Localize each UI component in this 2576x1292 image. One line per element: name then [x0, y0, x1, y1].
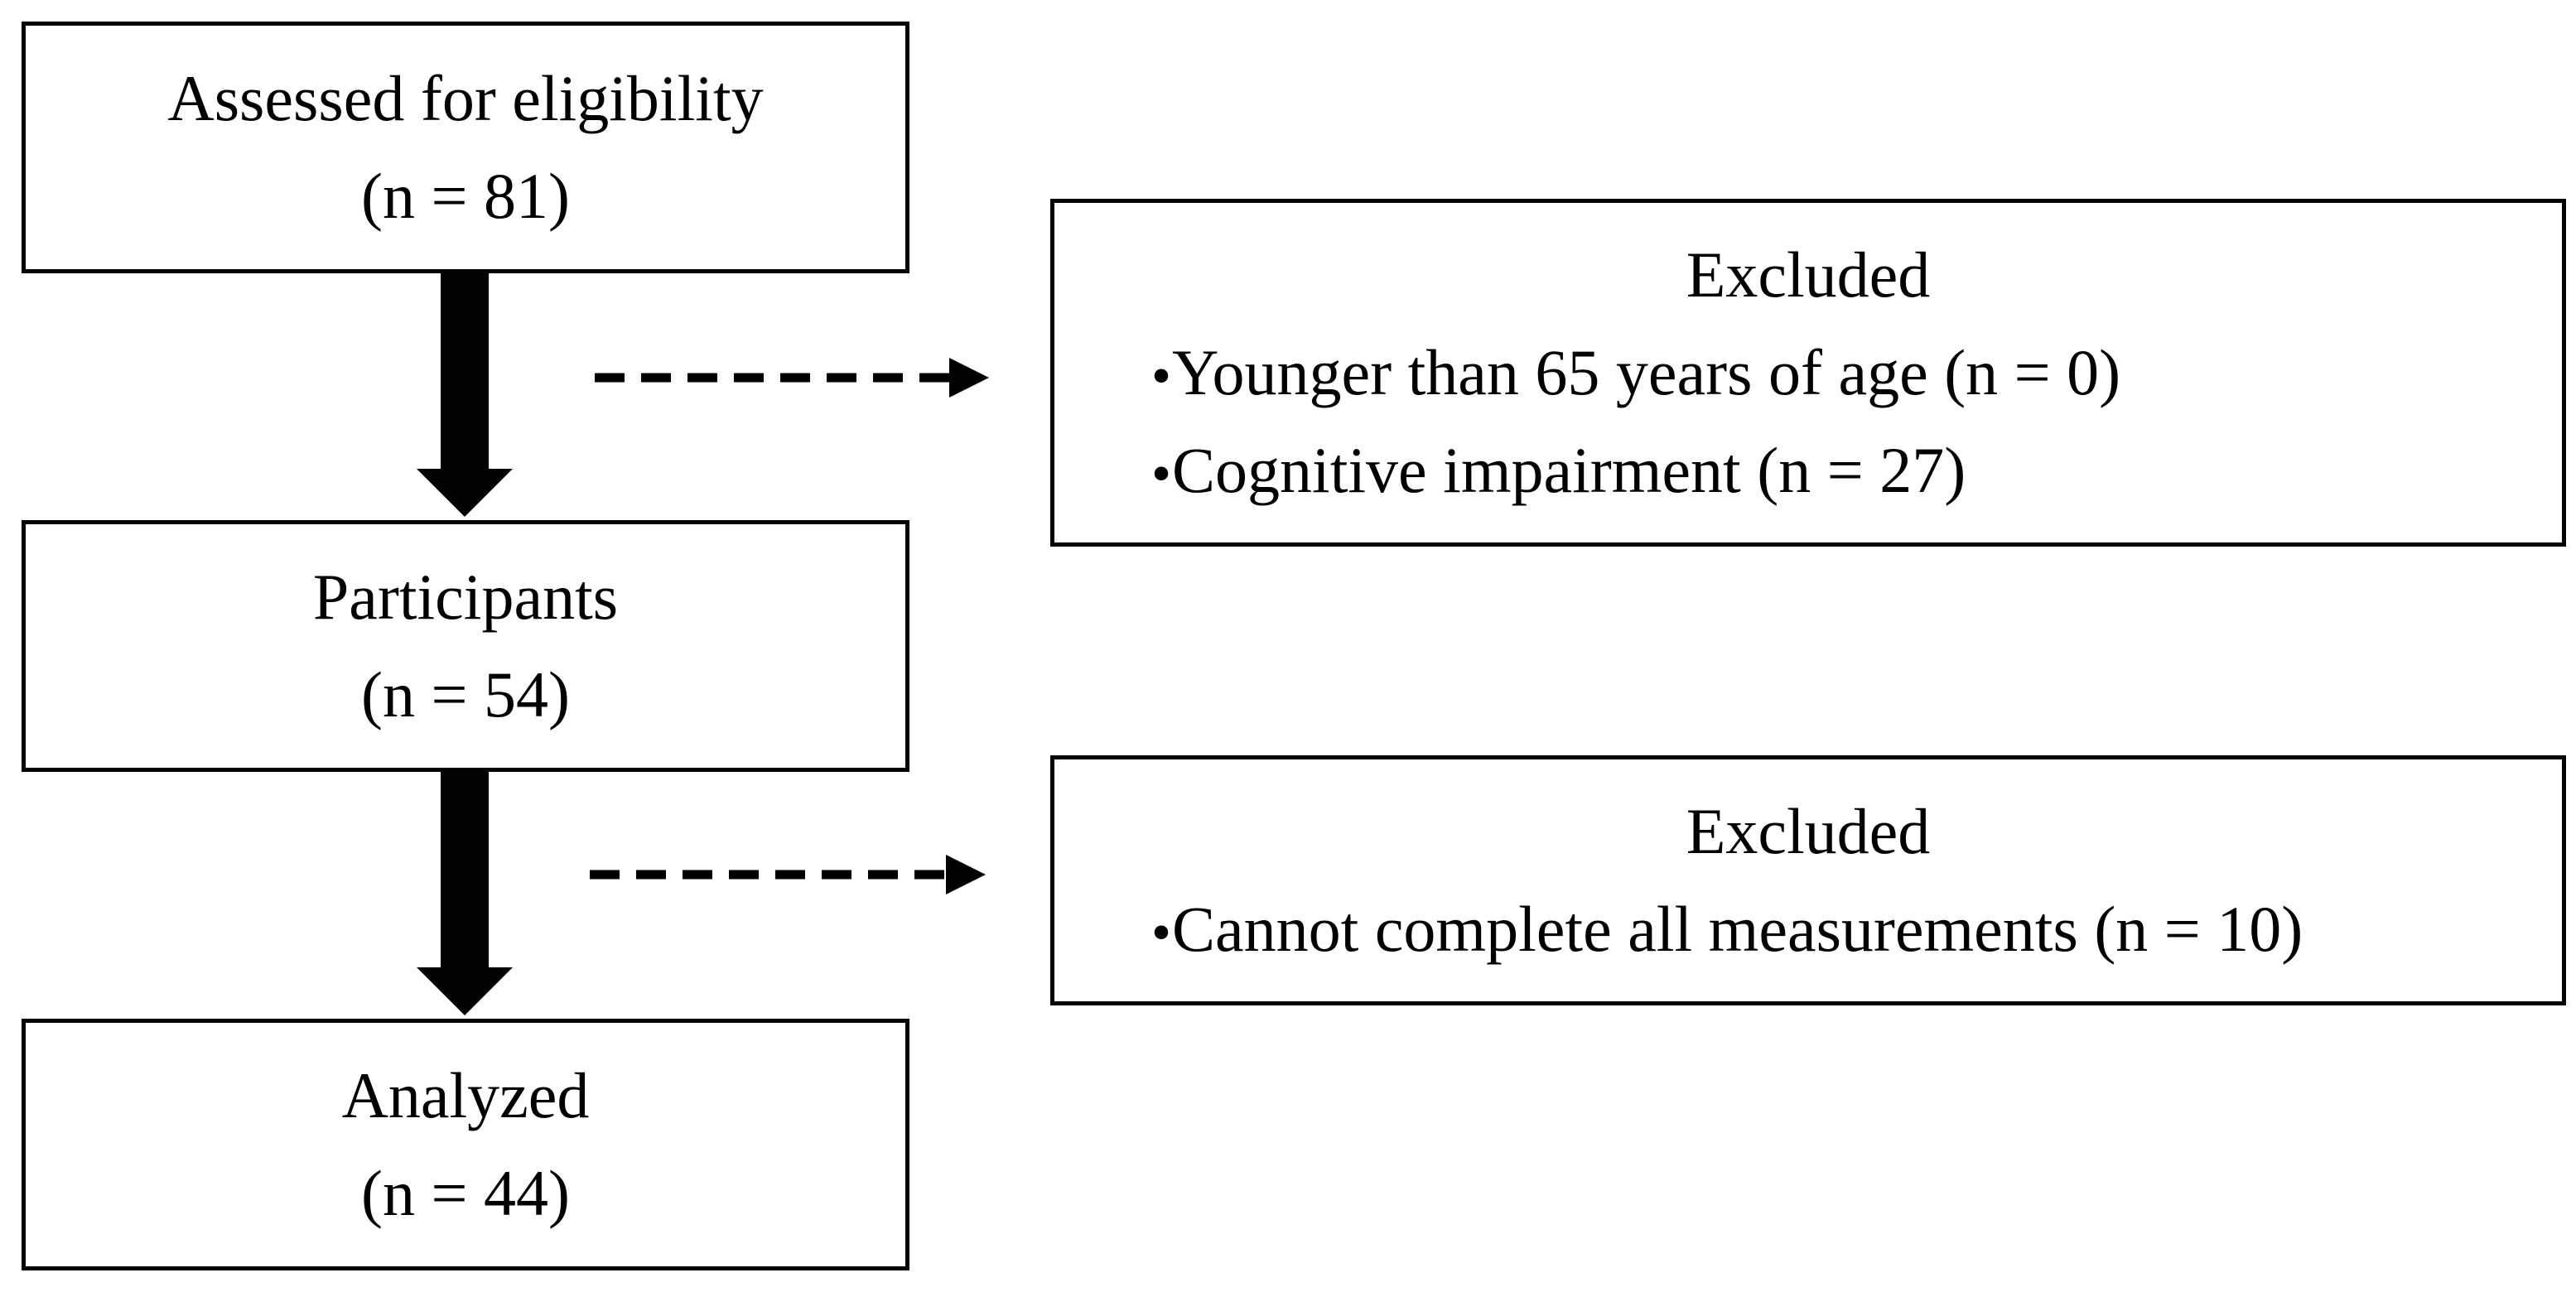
down-arrow-assessed-to-participants — [417, 273, 513, 517]
participants-title: Participants — [312, 561, 619, 633]
analyzed-count: (n = 44) — [361, 1157, 570, 1229]
bullet-icon: ・ — [1129, 342, 1194, 414]
exclusion-1-item-age: ・ Younger than 65 years of age (n = 0) — [1129, 324, 2120, 422]
dashed-arrow-to-exclusion-2 — [590, 855, 986, 894]
dashed-arrow-to-exclusion-1 — [595, 358, 989, 398]
participants-count: (n = 54) — [361, 658, 570, 730]
exclusion-box-1: Excluded ・ Younger than 65 years of age … — [1050, 199, 2566, 547]
exclusion-2-item-measurements: ・ Cannot complete all measurements (n = … — [1129, 880, 2303, 978]
exclusion-1-item-age-text: Younger than 65 years of age (n = 0) — [1172, 336, 2121, 408]
assessed-box: Assessed for eligibility (n = 81) — [22, 22, 909, 273]
bullet-icon: ・ — [1129, 899, 1194, 971]
analyzed-title: Analyzed — [341, 1059, 590, 1131]
exclusion-1-title: Excluded — [1686, 239, 1931, 311]
assessed-title: Assessed for eligibility — [167, 62, 764, 134]
participants-box: Participants (n = 54) — [22, 520, 909, 772]
exclusion-2-title: Excluded — [1686, 795, 1931, 867]
assessed-count: (n = 81) — [361, 160, 570, 232]
bullet-icon: ・ — [1129, 440, 1194, 512]
exclusion-1-item-cognitive: ・ Cognitive impairment (n = 27) — [1129, 422, 1966, 519]
exclusion-box-2: Excluded ・ Cannot complete all measureme… — [1050, 755, 2566, 1005]
exclusion-1-item-cognitive-text: Cognitive impairment (n = 27) — [1172, 434, 1966, 506]
down-arrow-participants-to-analyzed — [417, 772, 513, 1015]
analyzed-box: Analyzed (n = 44) — [22, 1019, 909, 1270]
exclusion-2-item-measurements-text: Cannot complete all measurements (n = 10… — [1172, 893, 2303, 965]
